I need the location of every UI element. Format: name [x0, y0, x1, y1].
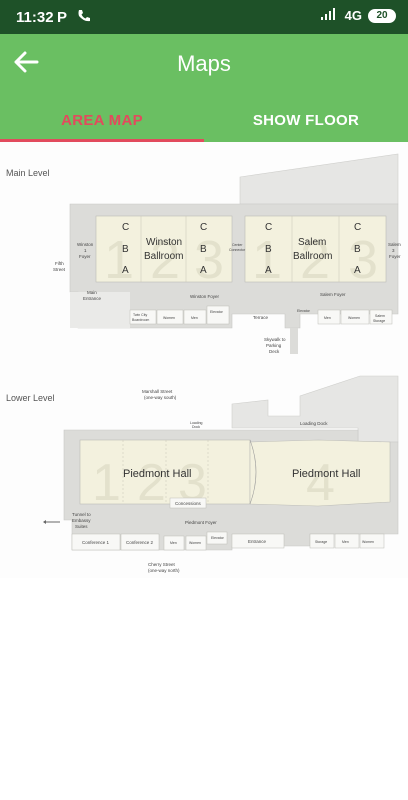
piedmont-hall-right-label: Piedmont Hall — [292, 468, 360, 480]
elevator-label: Elevator — [210, 310, 224, 314]
conference-1-label: Conference 1 — [82, 540, 110, 545]
winston-ballroom-label: Winston — [146, 237, 182, 248]
floor-plan-svg: Main Level 1 2 3 1 2 3 C B A C B A C B A… — [6, 153, 401, 573]
status-time: 11:32 — [16, 9, 54, 26]
main-entrance-label: Main — [87, 290, 97, 295]
men-restroom-label: Men — [170, 541, 177, 545]
twin-city-boardroom-label: Boardroom — [132, 318, 149, 322]
skywalk-label: Parking — [266, 343, 282, 348]
salem-foyer-label: Salem Foyer — [320, 292, 346, 297]
elevator-label: Elevator — [211, 536, 225, 540]
salem-ballroom-label: Salem — [298, 237, 326, 248]
section-a-label: A — [354, 265, 361, 276]
marshall-street-label: Marshall Street — [142, 389, 173, 394]
piedmont-hall-left-label: Piedmont Hall — [123, 468, 191, 480]
page-title: Maps — [177, 51, 231, 76]
men-restroom-label: Men — [342, 540, 349, 544]
signal-icon — [320, 8, 339, 23]
men-restroom-label: Men — [191, 316, 198, 320]
women-restroom-label: Women — [348, 316, 360, 320]
salem-3-foyer-label: Salem — [388, 242, 401, 247]
section-b-label: B — [354, 244, 361, 255]
marshall-street-label: (one-way south) — [144, 395, 177, 400]
lower-level-heading: Lower Level — [6, 393, 55, 403]
section-c-label: C — [265, 222, 272, 233]
parking-icon: P — [56, 8, 70, 29]
center-connector-label: Connector — [229, 248, 246, 252]
conference-2-label: Conference 2 — [126, 540, 154, 545]
fifth-street-label: Street — [53, 267, 66, 272]
svg-text:P: P — [57, 9, 67, 24]
main-level-heading: Main Level — [6, 168, 50, 178]
storage-label: Storage — [315, 540, 327, 544]
tunnel-label: Embassy — [72, 518, 91, 523]
elevator-label: Elevator — [297, 309, 311, 313]
loading-dock-label: Loading — [190, 421, 203, 425]
women-restroom-label: Women — [163, 316, 175, 320]
main-section-number: 2 — [300, 230, 330, 290]
main-entrance-label: Entrance — [83, 296, 102, 301]
main-section-number: 1 — [252, 230, 282, 290]
app-bar: Maps — [0, 34, 408, 98]
loading-dock-right-label: Loading Dock — [300, 421, 328, 426]
network-type: 4G — [344, 8, 362, 23]
winston-foyer-label: Winston Foyer — [190, 294, 220, 299]
terrace-label: Terrace — [253, 315, 269, 320]
arrow-left-icon — [13, 51, 39, 78]
fifth-street-label: Fifth — [55, 261, 64, 266]
tunnel-label: Tunnel to — [72, 512, 91, 517]
salem-3-foyer-label: Foyer — [389, 254, 401, 259]
piedmont-foyer-label: Piedmont Foyer — [185, 520, 217, 525]
call-icon — [76, 8, 92, 29]
concessions-label: Concessions — [175, 501, 202, 506]
cherry-street-label: (one-way north) — [148, 568, 180, 573]
back-button[interactable] — [10, 48, 42, 80]
section-a-label: A — [265, 265, 272, 276]
section-c-label: C — [122, 222, 129, 233]
twin-city-boardroom-label: Twin City — [133, 313, 147, 317]
men-restroom-label: Men — [324, 316, 331, 320]
tunnel-label: Suites — [75, 524, 88, 529]
section-b-label: B — [265, 244, 272, 255]
section-a-label: A — [200, 265, 207, 276]
skywalk-label: Skywalk to — [264, 337, 286, 342]
lower-section-number: 2 — [137, 454, 166, 512]
tab-show-floor[interactable]: SHOW FLOOR — [252, 111, 360, 129]
section-c-label: C — [200, 222, 207, 233]
section-c-label: C — [354, 222, 361, 233]
winston-1-foyer-label: Winston — [77, 242, 94, 247]
salem-storage-label: Storage — [373, 319, 385, 323]
tab-bar: AREA MAP SHOW FLOOR — [0, 98, 408, 142]
main-section-number: 3 — [194, 230, 224, 290]
lower-section-number: 4 — [306, 454, 335, 512]
battery-icon: 20 — [368, 8, 396, 23]
status-bar: 11:32 P 4G 20 — [0, 0, 408, 34]
main-section-number: 2 — [150, 230, 180, 290]
women-restroom-label: Women — [189, 541, 201, 545]
center-connector-label: Center — [232, 243, 243, 247]
loading-dock-label: Dock — [192, 425, 200, 429]
winston-ballroom-label: Ballroom — [144, 251, 183, 262]
lower-section-number: 1 — [92, 454, 121, 512]
winston-1-foyer-label: Foyer — [79, 254, 91, 259]
main-section-number: 3 — [348, 230, 378, 290]
salem-storage-label: Salem — [375, 314, 385, 318]
area-map-image[interactable]: Main Level 1 2 3 1 2 3 C B A C B A C B A… — [0, 142, 408, 578]
salem-ballroom-label: Ballroom — [293, 251, 332, 262]
cherry-street-label: Cherry Street — [148, 562, 176, 567]
women-restroom-label: Women — [362, 540, 374, 544]
section-b-label: B — [200, 244, 207, 255]
battery-level: 20 — [376, 10, 388, 21]
winston-1-foyer-label: 1 — [84, 248, 87, 253]
main-section-number: 1 — [104, 230, 134, 290]
entrance-label: Entrance — [248, 539, 267, 544]
section-a-label: A — [122, 265, 129, 276]
tab-area-map[interactable]: AREA MAP — [0, 98, 204, 142]
salem-3-foyer-label: 3 — [392, 248, 395, 253]
skywalk-label: Deck — [269, 349, 280, 354]
section-b-label: B — [122, 244, 129, 255]
